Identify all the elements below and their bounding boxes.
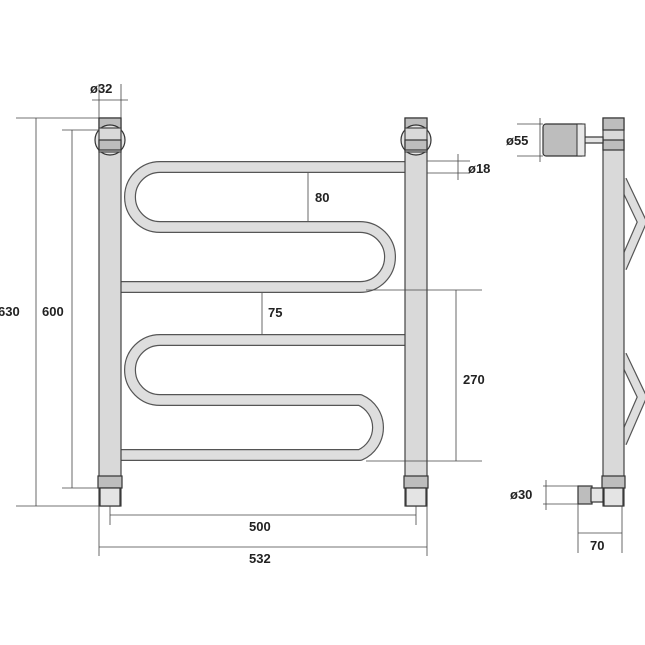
side-tube-profile <box>617 177 645 445</box>
right-upright-pipe <box>400 117 432 507</box>
dim-total-height: 630 <box>0 117 99 507</box>
label-pipe-diameter: ø32 <box>90 81 112 96</box>
label-depth: 70 <box>590 538 604 553</box>
dim-total-width: 532 <box>98 506 428 566</box>
dim-tube-diameter: ø18 <box>427 154 490 180</box>
label-total-height: 630 <box>0 304 20 319</box>
label-tube-spacing-top: 80 <box>315 190 329 205</box>
dim-pipe-diameter: ø32 <box>90 81 128 118</box>
dim-lower-section-height: 270 <box>366 289 485 462</box>
side-upright-pipe <box>602 117 625 507</box>
label-tube-diameter: ø18 <box>468 161 490 176</box>
upper-serpentine-tube <box>121 161 405 293</box>
label-tube-spacing-middle: 75 <box>268 305 282 320</box>
bottom-connector: ø30 <box>510 480 604 510</box>
dim-tube-spacing-top: 80 <box>307 173 329 221</box>
label-bottom-connector-diameter: ø30 <box>510 487 532 502</box>
dim-axis-height: 600 <box>42 129 99 489</box>
label-axis-width: 500 <box>249 519 271 534</box>
label-total-width: 532 <box>249 551 271 566</box>
label-connector-diameter: ø55 <box>506 133 528 148</box>
dim-depth: 70 <box>577 504 623 553</box>
label-lower-section-height: 270 <box>463 372 485 387</box>
lower-serpentine-tube <box>121 334 405 461</box>
left-upright-pipe <box>94 117 126 507</box>
side-view: ø55 ø30 70 <box>506 117 645 553</box>
label-axis-height: 600 <box>42 304 64 319</box>
front-view: ø32 630 600 ø18 80 <box>0 81 490 566</box>
left-bottom-cap <box>97 475 123 489</box>
dim-tube-spacing-middle: 75 <box>261 293 282 334</box>
right-bottom-cap <box>403 475 429 489</box>
dim-axis-width: 500 <box>109 506 417 534</box>
top-connector: ø55 <box>506 118 604 162</box>
